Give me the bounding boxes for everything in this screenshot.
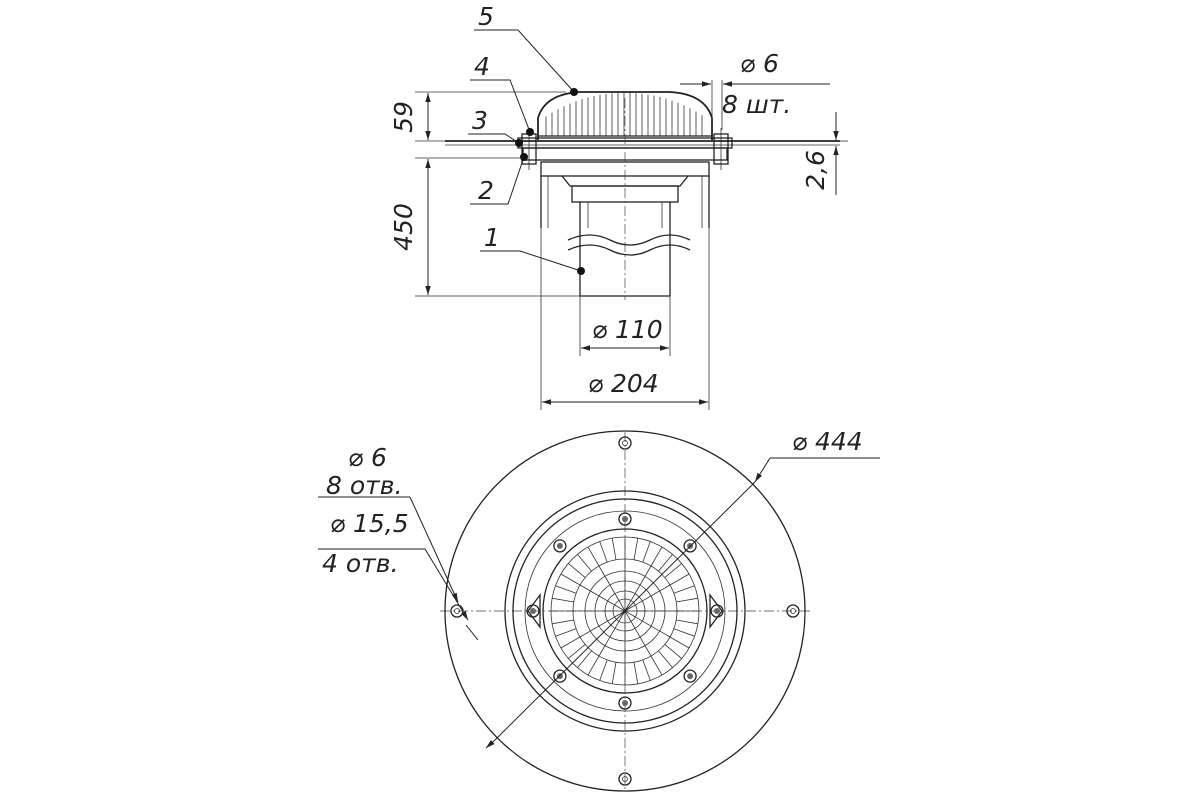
dim-label-2-6: 2,6: [801, 150, 830, 190]
dim-label-hole-count: 8 шт.: [722, 90, 791, 119]
outer-flange: [444, 430, 806, 792]
callout-leaders: [468, 29, 585, 275]
callout-4: 4: [474, 52, 490, 81]
dim-label-444: ⌀ 444: [792, 427, 863, 456]
dim-label-450: 450: [389, 203, 418, 251]
callout-1: 1: [484, 223, 500, 252]
callout-5: 5: [478, 2, 494, 31]
grate-ribs: [545, 93, 703, 136]
dim-label-hole-dia: ⌀ 6: [740, 49, 779, 78]
side-view: [415, 29, 848, 410]
dim-cover-height: [415, 91, 566, 142]
dim-label-large-hole-dia: ⌀ 15,5: [330, 509, 409, 538]
grate-pattern: [551, 537, 699, 685]
dim-flange-thickness: [833, 112, 848, 195]
dim-label-large-hole-count: 4 отв.: [322, 549, 398, 578]
dim-body-diameter: [540, 228, 710, 410]
top-view: [318, 430, 880, 792]
drain-pipe: [567, 98, 691, 300]
dim-pipe-height: [415, 157, 580, 297]
dim-label-small-hole-count: 8 отв.: [326, 471, 402, 500]
dim-label-110: ⌀ 110: [592, 315, 663, 344]
callout-2: 2: [478, 176, 494, 205]
dim-label-59: 59: [389, 101, 418, 133]
callout-3: 3: [472, 106, 488, 135]
dim-label-small-hole-dia: ⌀ 6: [348, 443, 387, 472]
dim-label-204: ⌀ 204: [588, 369, 659, 398]
dim-hole: [680, 80, 830, 130]
dim-pipe-diameter: [579, 296, 671, 356]
